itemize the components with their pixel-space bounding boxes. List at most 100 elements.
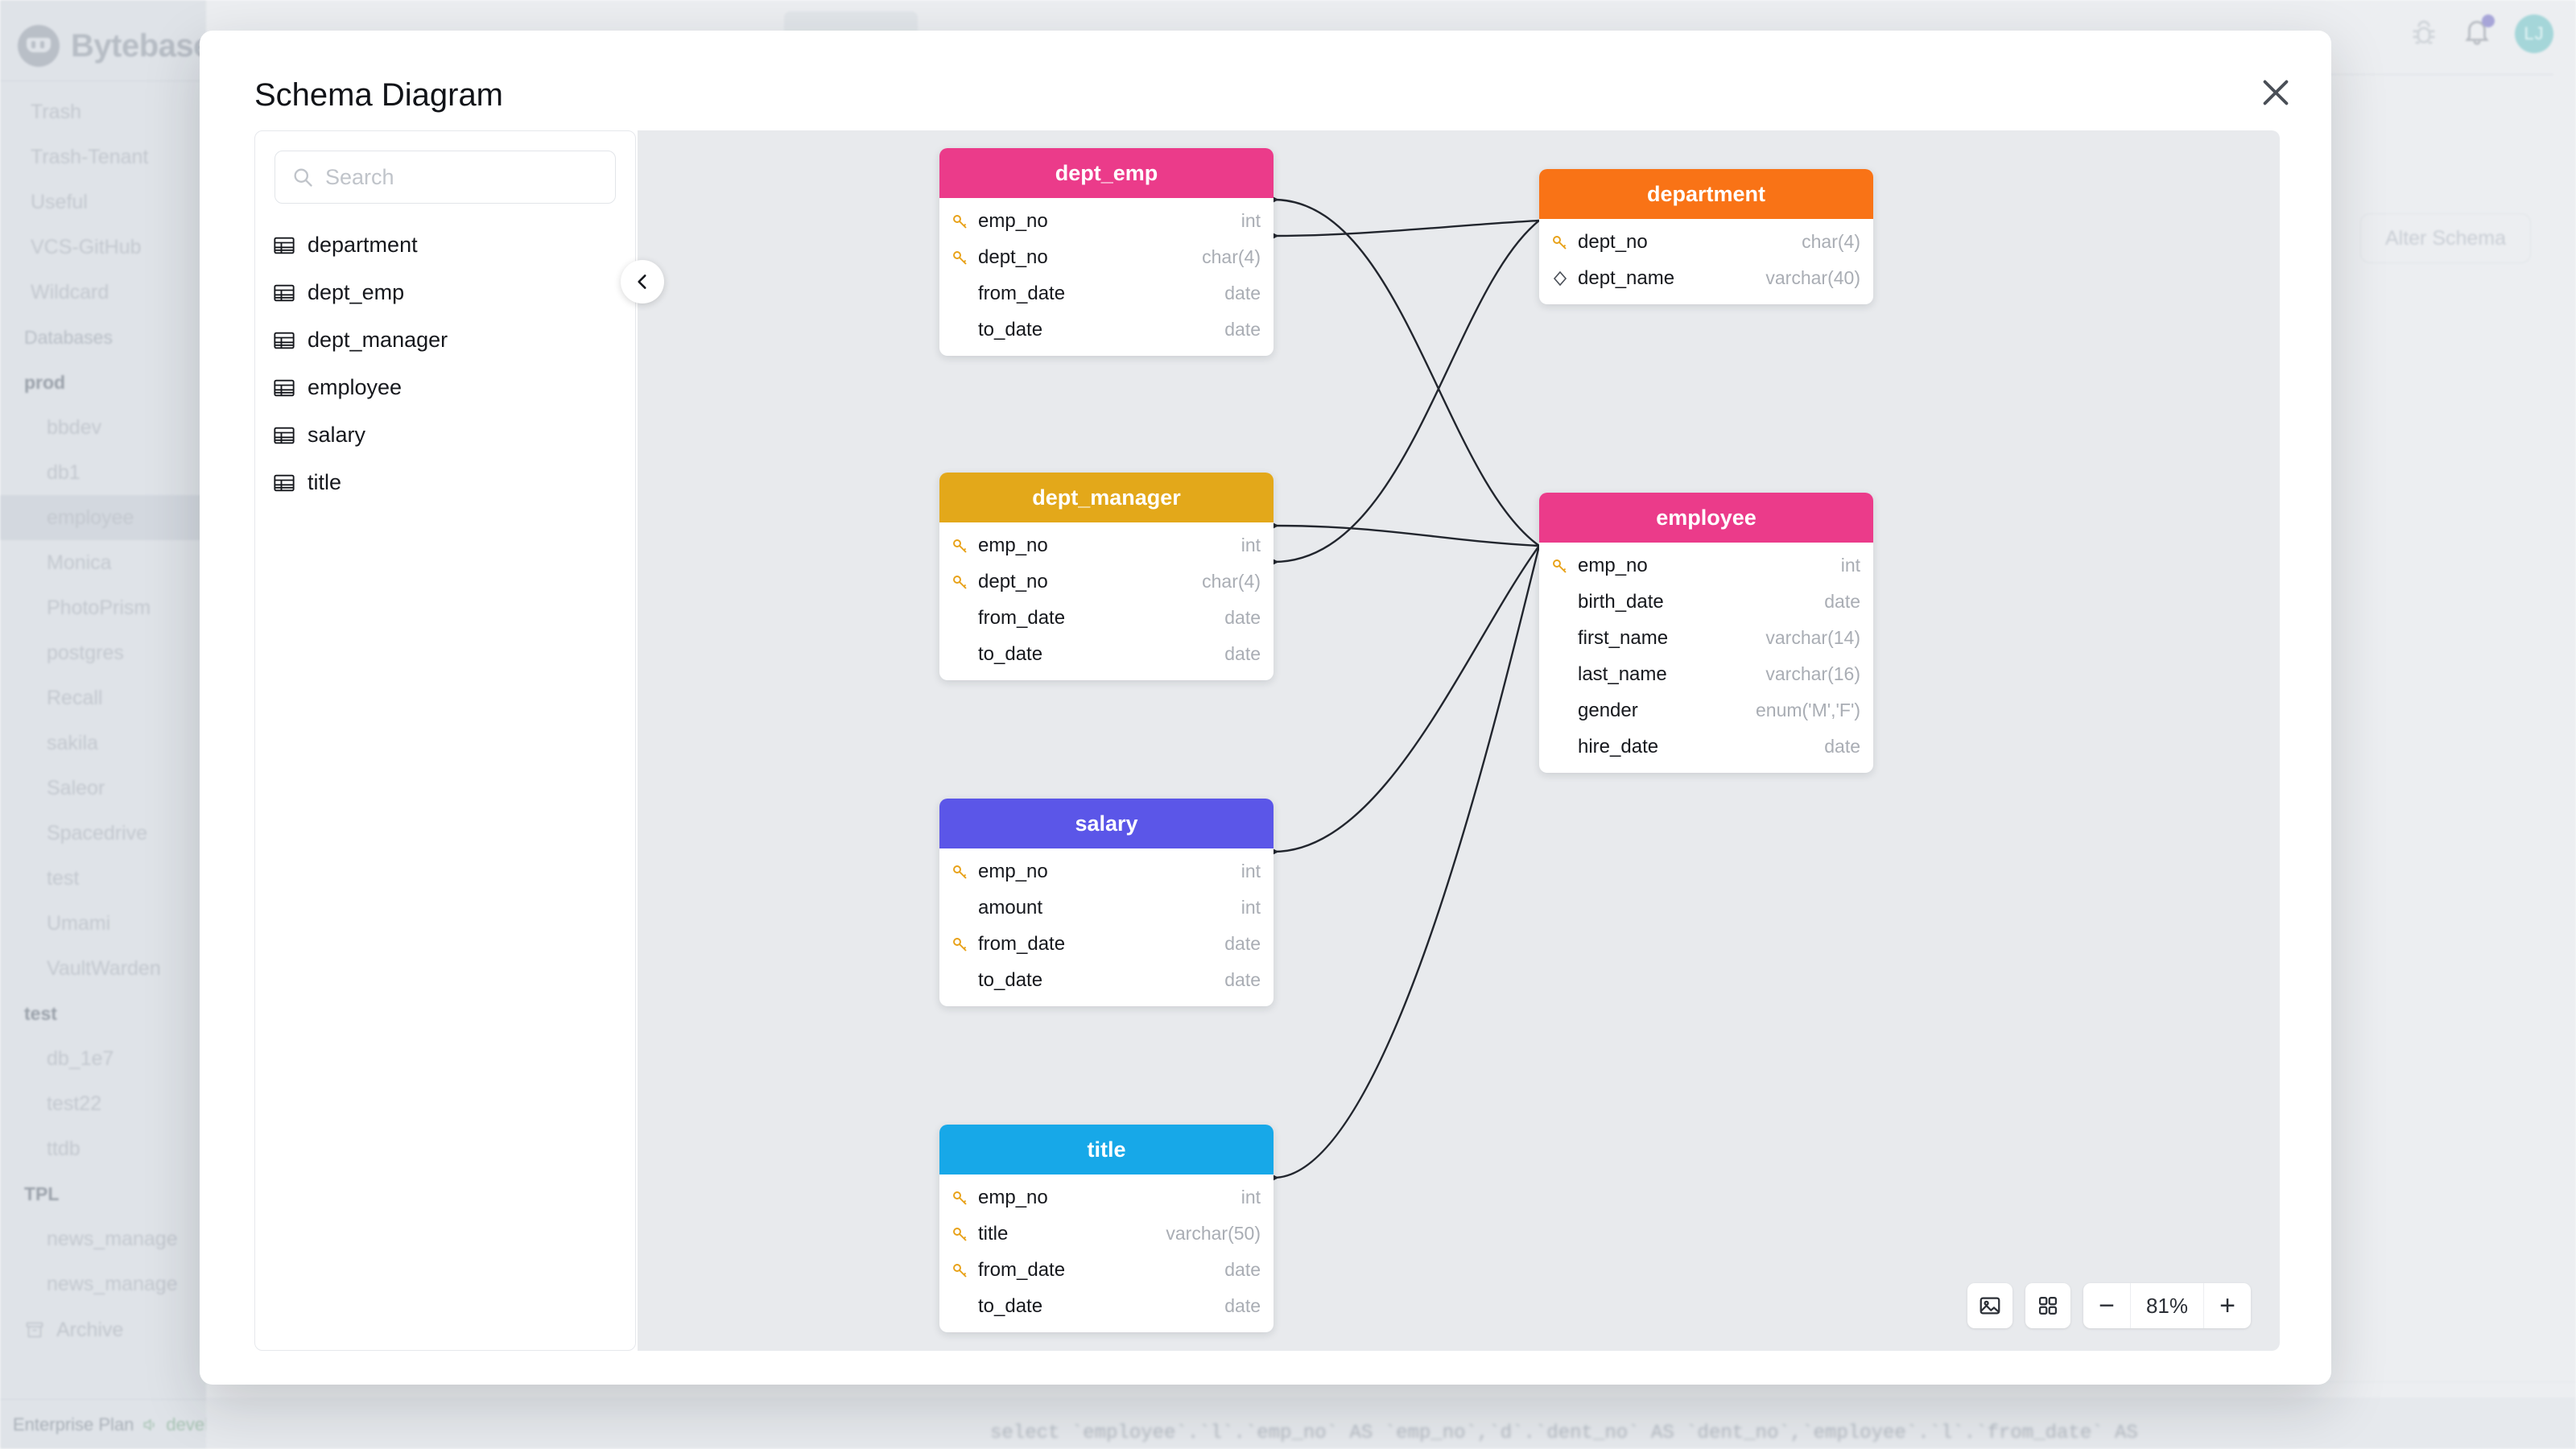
sidebar-item-vcs-github[interactable]: VCS-GitHub xyxy=(31,235,142,258)
column-row[interactable]: birth_date date xyxy=(1539,584,1873,620)
table-node-department[interactable]: department dept_no char(4) dept_name var… xyxy=(1539,169,1873,304)
table-node-dept-manager[interactable]: dept_manager emp_no int dept_no char(4) xyxy=(939,473,1274,680)
table-list-item-salary[interactable]: salary xyxy=(255,411,635,459)
primary-key-icon xyxy=(953,937,967,952)
sidebar-db-test22[interactable]: test22 xyxy=(47,1092,102,1115)
sidebar-db-vaultwarden[interactable]: VaultWarden xyxy=(47,956,161,980)
sidebar-item-trash-tenant[interactable]: Trash-Tenant xyxy=(31,145,149,168)
sidebar-item-wildcard[interactable]: Wildcard xyxy=(31,280,109,303)
column-row[interactable]: from_date date xyxy=(939,1252,1274,1288)
table-node-employee[interactable]: employee emp_no int birth_date date f xyxy=(1539,493,1873,773)
export-image-button[interactable] xyxy=(1967,1283,2013,1328)
column-row[interactable]: to_date date xyxy=(939,962,1274,998)
table-list-item-title[interactable]: title xyxy=(255,459,635,506)
column-row[interactable]: first_name varchar(14) xyxy=(1539,620,1873,656)
column-row[interactable]: title varchar(50) xyxy=(939,1216,1274,1252)
avatar[interactable]: LJ xyxy=(2515,14,2553,53)
sidebar-db-ttdb[interactable]: ttdb xyxy=(47,1137,80,1160)
column-row[interactable]: emp_no int xyxy=(939,1179,1274,1216)
sidebar-group-prod[interactable]: prod xyxy=(24,371,66,393)
column-row[interactable]: dept_no char(4) xyxy=(939,239,1274,275)
sidebar-db-umami[interactable]: Umami xyxy=(47,911,111,935)
column-row[interactable]: amount int xyxy=(939,890,1274,926)
chevron-left-icon xyxy=(638,275,646,289)
table-node-dept-emp[interactable]: dept_emp emp_no int dept_no char(4) f xyxy=(939,148,1274,356)
table-list-item-dept-emp[interactable]: dept_emp xyxy=(255,269,635,316)
column-row[interactable]: from_date date xyxy=(939,926,1274,962)
column-name: from_date xyxy=(978,1258,1066,1281)
table-icon xyxy=(274,332,295,349)
sidebar-item-trash[interactable]: Trash xyxy=(31,100,81,123)
column-row[interactable]: dept_no char(4) xyxy=(1539,224,1873,260)
background-top-icons: LJ xyxy=(2409,14,2553,53)
table-node-title[interactable]: title emp_no int title varchar(50) fr xyxy=(939,1125,1274,1332)
bug-icon[interactable] xyxy=(2409,19,2439,49)
column-row[interactable]: emp_no int xyxy=(939,527,1274,564)
sidebar-db-recall[interactable]: Recall xyxy=(47,686,103,709)
sidebar-db-news-manage-2[interactable]: news_manage xyxy=(47,1272,178,1295)
column-row[interactable]: to_date date xyxy=(939,636,1274,672)
column-name: to_date xyxy=(978,1294,1043,1317)
sidebar-group-test[interactable]: test xyxy=(24,1002,57,1024)
notification-bell[interactable] xyxy=(2462,14,2495,52)
column-row[interactable]: emp_no int xyxy=(1539,547,1873,584)
column-row[interactable]: last_name varchar(16) xyxy=(1539,656,1873,692)
sidebar-db-test[interactable]: test xyxy=(47,866,80,890)
column-name: emp_no xyxy=(1578,554,1648,576)
sidebar-db-news-manage-1[interactable]: news_manage xyxy=(47,1227,178,1250)
close-icon[interactable] xyxy=(2257,74,2294,111)
sidebar-db-monica[interactable]: Monica xyxy=(47,551,112,574)
node-header: dept_emp xyxy=(939,148,1274,198)
sidebar-db-db-1e7[interactable]: db_1e7 xyxy=(47,1046,114,1070)
sidebar-db-db1[interactable]: db1 xyxy=(47,460,80,484)
primary-key-icon xyxy=(1553,559,1567,573)
column-row[interactable]: from_date date xyxy=(939,275,1274,312)
sidebar-db-sakila[interactable]: sakila xyxy=(47,731,98,754)
primary-key-icon xyxy=(953,539,967,553)
sidebar-item-useful[interactable]: Useful xyxy=(31,190,88,213)
column-row[interactable]: from_date date xyxy=(939,600,1274,636)
sidebar-db-employee[interactable]: employee xyxy=(0,495,206,540)
modal-body: department dept_emp dept_manager xyxy=(254,130,2280,1351)
sidebar-db-bbdev[interactable]: bbdev xyxy=(47,415,102,439)
table-list-item-employee[interactable]: employee xyxy=(255,364,635,411)
primary-key-icon xyxy=(953,1263,967,1278)
no-key-spacer xyxy=(951,609,970,628)
search-box[interactable] xyxy=(275,151,616,204)
zoom-in-button[interactable]: + xyxy=(2219,1290,2235,1321)
table-icon xyxy=(274,237,295,254)
zoom-out-button[interactable]: − xyxy=(2099,1290,2115,1321)
column-row[interactable]: gender enum('M','F') xyxy=(1539,692,1873,729)
column-name: to_date xyxy=(978,968,1043,991)
node-columns: emp_no int amount int from_date date xyxy=(939,848,1274,1006)
sidebar-group-tpl[interactable]: TPL xyxy=(24,1183,60,1204)
node-columns: emp_no int title varchar(50) from_date d… xyxy=(939,1174,1274,1332)
column-row[interactable]: emp_no int xyxy=(939,853,1274,890)
sidebar-db-saleor[interactable]: Saleor xyxy=(47,776,105,799)
app-logo[interactable]: Bytebase xyxy=(0,0,211,74)
table-list-item-dept-manager[interactable]: dept_manager xyxy=(255,316,635,364)
column-row[interactable]: hire_date date xyxy=(1539,729,1873,765)
column-row[interactable]: dept_no char(4) xyxy=(939,564,1274,600)
table-node-salary[interactable]: salary emp_no int amount int from_dat xyxy=(939,799,1274,1006)
column-type: char(4) xyxy=(1202,246,1261,267)
sidebar-db-photoprism[interactable]: PhotoPrism xyxy=(47,596,151,619)
search-input[interactable] xyxy=(325,164,599,190)
auto-layout-button[interactable] xyxy=(2025,1283,2070,1328)
sidebar-db-postgres[interactable]: postgres xyxy=(47,641,124,664)
sidebar-item-archive[interactable]: Archive xyxy=(0,1307,206,1353)
diagram-canvas[interactable]: dept_emp emp_no int dept_no char(4) f xyxy=(638,130,2280,1351)
column-name: first_name xyxy=(1578,626,1669,649)
column-row[interactable]: to_date date xyxy=(939,1288,1274,1324)
column-row[interactable]: to_date date xyxy=(939,312,1274,348)
column-row[interactable]: emp_no int xyxy=(939,203,1274,239)
table-list-item-department[interactable]: department xyxy=(255,221,635,269)
column-name: dept_name xyxy=(1578,266,1675,289)
alter-schema-button[interactable]: Alter Schema xyxy=(2360,213,2531,263)
edge-dept-emp-emp-no-employee xyxy=(1274,200,1540,547)
column-type: date xyxy=(1224,1295,1261,1316)
sidebar-db-spacedrive[interactable]: Spacedrive xyxy=(47,821,148,844)
no-key-spacer xyxy=(951,971,970,990)
collapse-panel-button[interactable] xyxy=(621,260,664,303)
column-row[interactable]: dept_name varchar(40) xyxy=(1539,260,1873,296)
